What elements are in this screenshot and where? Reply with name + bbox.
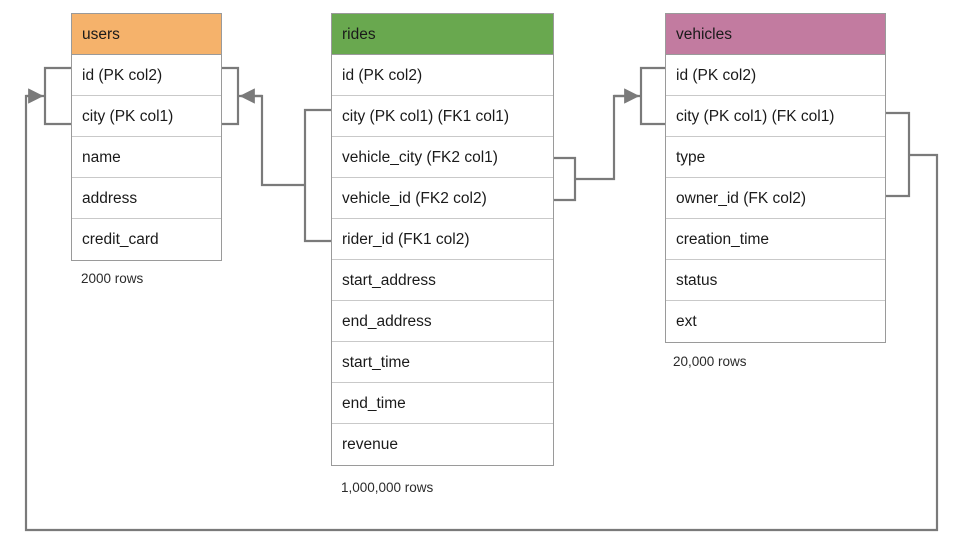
table-rides-column-end-time[interactable]: end_time — [332, 383, 553, 424]
table-rides-column-start-address[interactable]: start_address — [332, 260, 553, 301]
table-rides-column-end-address[interactable]: end_address — [332, 301, 553, 342]
table-vehicles-column-id[interactable]: id (PK col2) — [666, 55, 885, 96]
table-rides-column-vehicle-id[interactable]: vehicle_id (FK2 col2) — [332, 178, 553, 219]
table-vehicles-column-owner-id[interactable]: owner_id (FK col2) — [666, 178, 885, 219]
table-rides-column-start-time[interactable]: start_time — [332, 342, 553, 383]
table-vehicles-column-city[interactable]: city (PK col1) (FK col1) — [666, 96, 885, 137]
wire-rides-vehicle-to-vehicles — [554, 66, 665, 202]
table-vehicles-column-status[interactable]: status — [666, 260, 885, 301]
table-users-column-name[interactable]: name — [72, 137, 221, 178]
table-rides-column-id[interactable]: id (PK col2) — [332, 55, 553, 96]
table-rides-column-city[interactable]: city (PK col1) (FK1 col1) — [332, 96, 553, 137]
table-vehicles-column-creation-time[interactable]: creation_time — [666, 219, 885, 260]
table-rides-column-vehicle-city[interactable]: vehicle_city (FK2 col1) — [332, 137, 553, 178]
table-rides[interactable]: rides id (PK col2) city (PK col1) (FK1 c… — [331, 13, 554, 466]
table-rides-column-rider-id[interactable]: rider_id (FK1 col2) — [332, 219, 553, 260]
table-users-row-count: 2000 rows — [81, 271, 144, 286]
table-vehicles-column-ext[interactable]: ext — [666, 301, 885, 342]
table-vehicles-column-type[interactable]: type — [666, 137, 885, 178]
table-users-column-credit-card[interactable]: credit_card — [72, 219, 221, 260]
table-rides-row-count: 1,000,000 rows — [341, 480, 434, 495]
table-rides-column-revenue[interactable]: revenue — [332, 424, 553, 465]
table-vehicles[interactable]: vehicles id (PK col2) city (PK col1) (FK… — [665, 13, 886, 343]
table-users[interactable]: users id (PK col2) city (PK col1) name a… — [71, 13, 222, 261]
table-rides-title: rides — [332, 14, 553, 55]
table-users-column-city[interactable]: city (PK col1) — [72, 96, 221, 137]
table-users-column-id[interactable]: id (PK col2) — [72, 55, 221, 96]
wire-rides-rider-to-users — [222, 66, 331, 243]
table-users-column-address[interactable]: address — [72, 178, 221, 219]
table-users-title: users — [72, 14, 221, 55]
table-vehicles-title: vehicles — [666, 14, 885, 55]
table-vehicles-row-count: 20,000 rows — [673, 354, 747, 369]
